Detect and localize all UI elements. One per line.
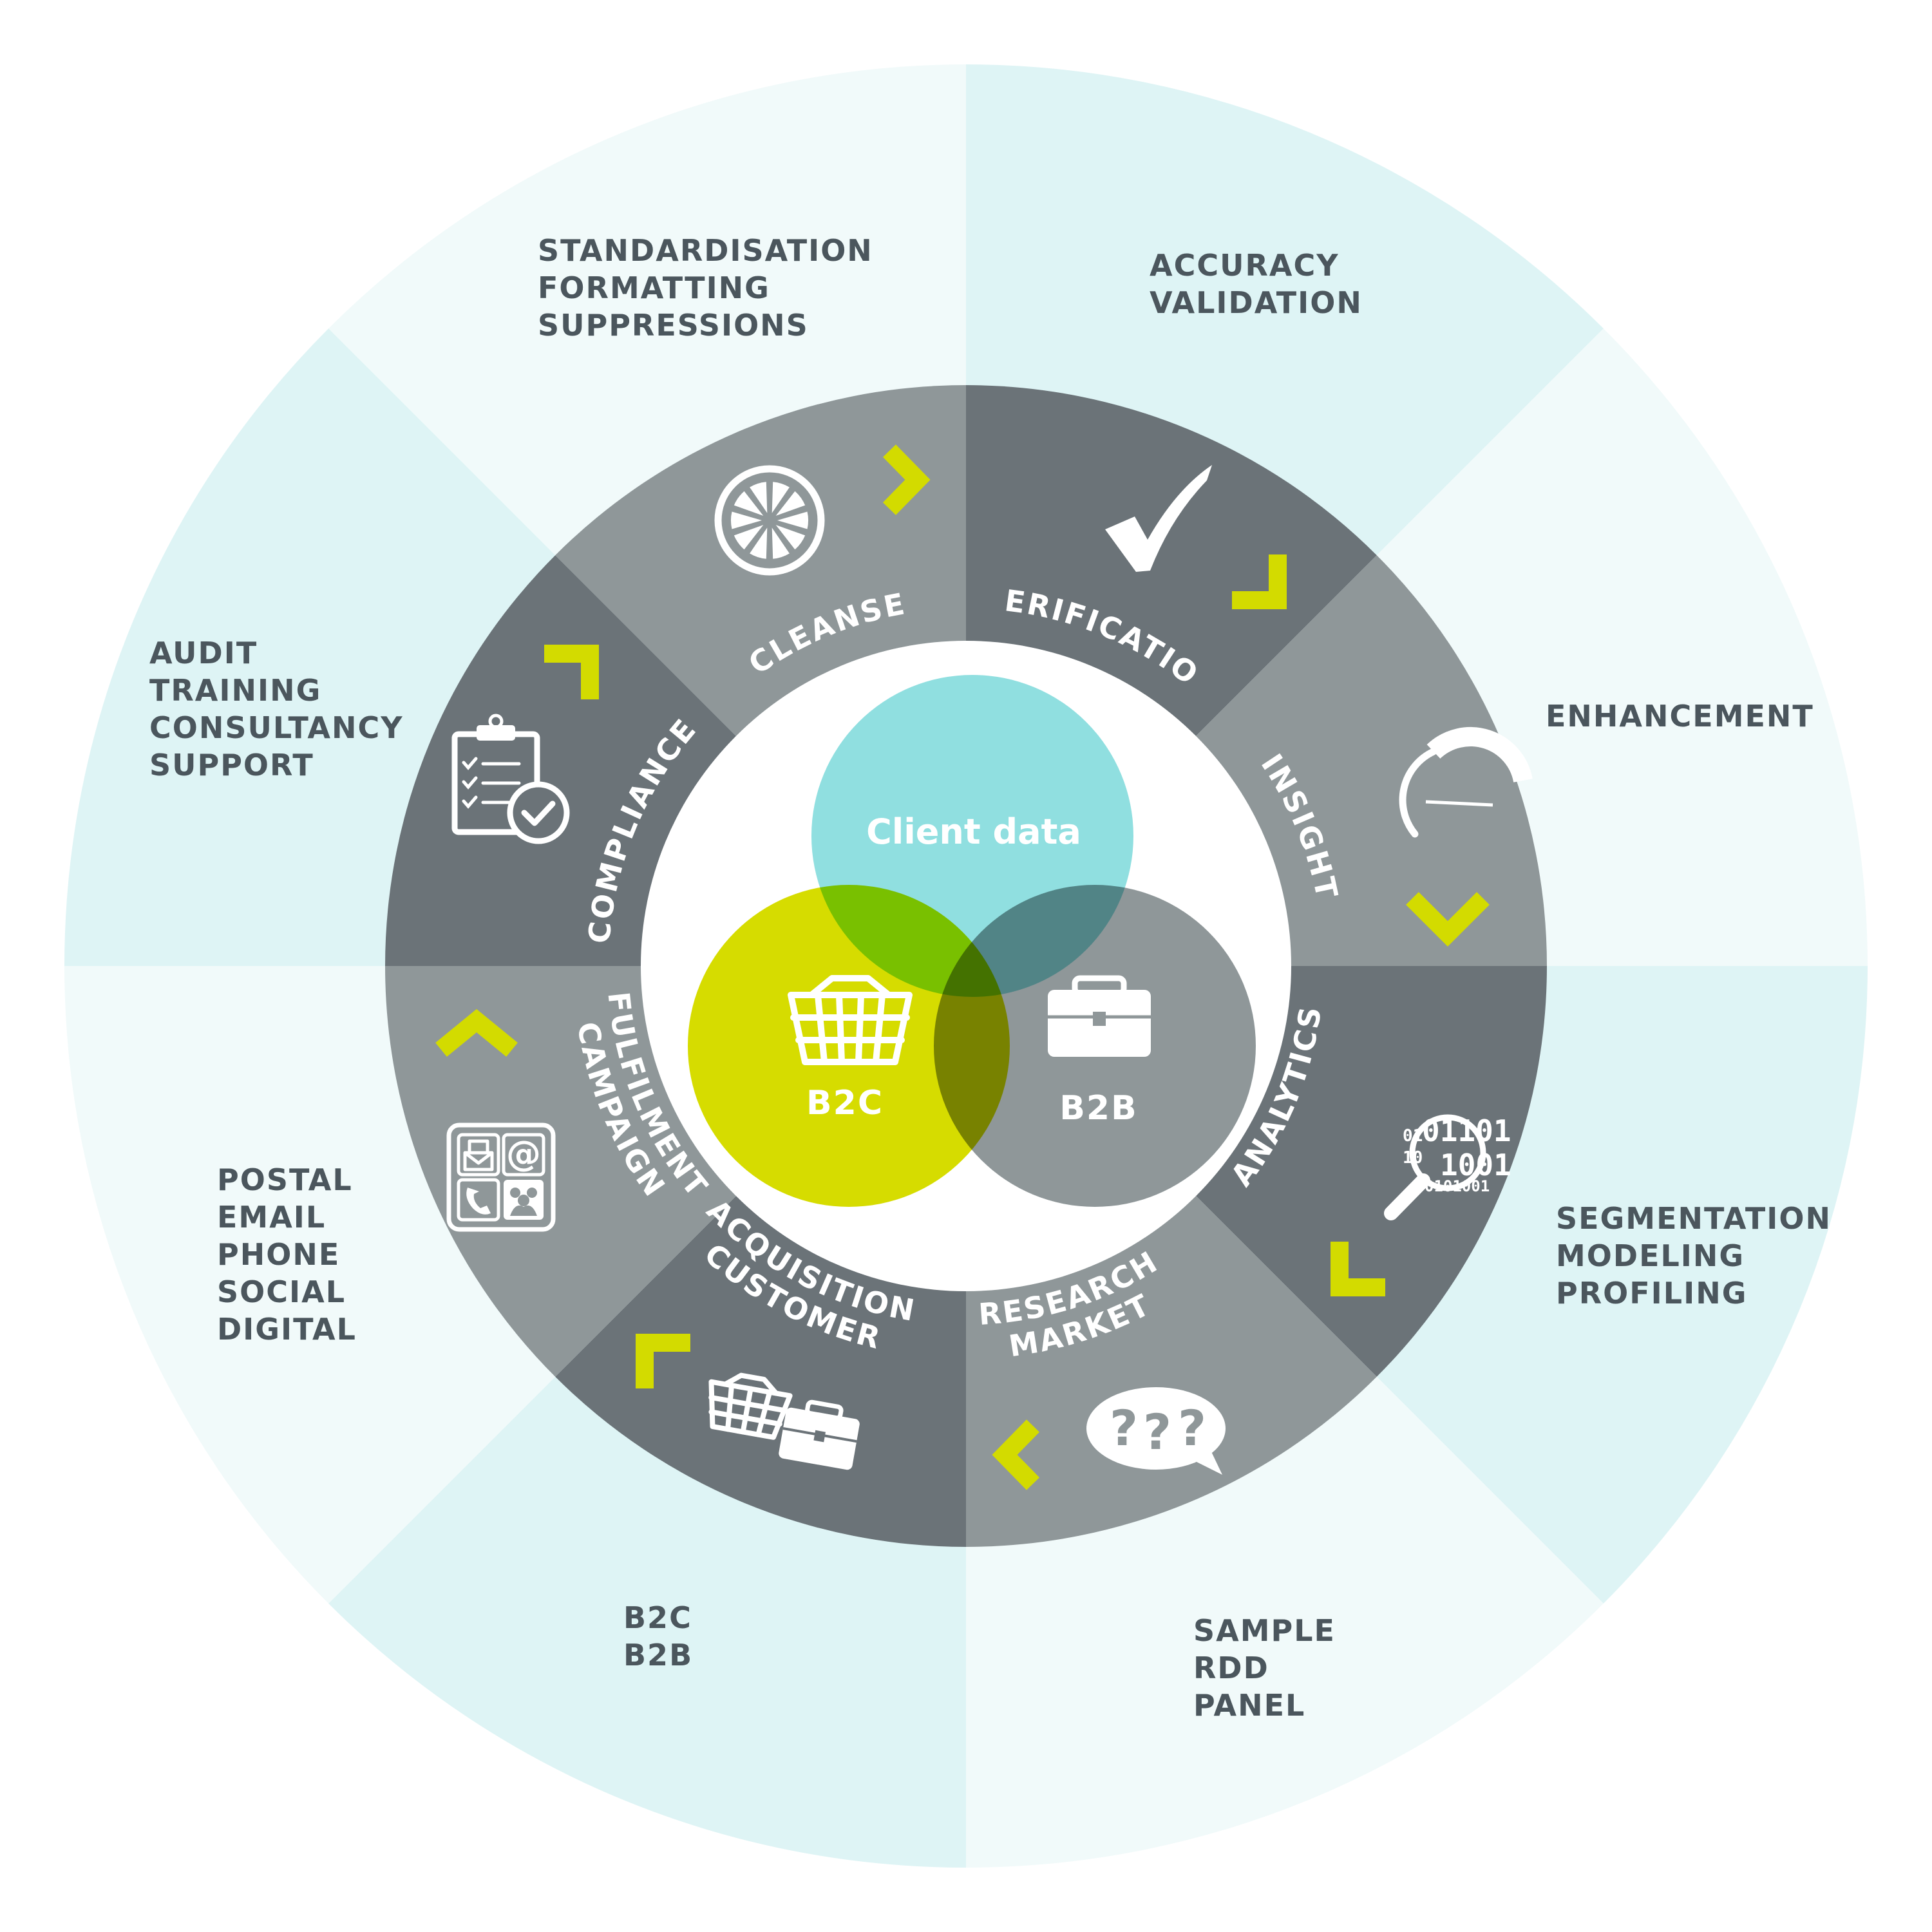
outer-label-consultancy: CONSULTANCY xyxy=(149,710,404,745)
chevron-up-icon xyxy=(435,1009,518,1057)
outer-label-panel: PANEL xyxy=(1193,1688,1305,1723)
outer-label-validation: VALIDATION xyxy=(1150,285,1363,320)
venn-client-circle xyxy=(811,675,1133,997)
orange-slice-icon xyxy=(714,465,825,576)
outer-label-segmentation: SEGMENTATION xyxy=(1556,1201,1832,1236)
outer-label-social: SOCIAL xyxy=(217,1274,346,1309)
chevron-right-icon xyxy=(882,444,931,515)
slice-wedge xyxy=(772,482,790,513)
chevron-down-icon xyxy=(1406,892,1490,947)
briefcase-icon xyxy=(1048,975,1151,1057)
outer-label-b2b: B2B xyxy=(623,1638,693,1672)
mail-icon xyxy=(463,1139,494,1171)
slice-wedge xyxy=(734,491,764,516)
outer-label-sample: SAMPLE xyxy=(1193,1613,1336,1648)
outer-label-profiling: PROFILING xyxy=(1556,1276,1747,1311)
speed-gauge-icon xyxy=(1399,727,1533,838)
venn-b2b-label: B2B xyxy=(1059,1089,1137,1128)
question-mark-2: ? xyxy=(1143,1403,1171,1461)
corner-arrow-icon xyxy=(636,1334,690,1388)
outer-label-suppressions: SUPPRESSIONS xyxy=(538,308,809,343)
outer-label-accuracy: ACCURACY xyxy=(1150,248,1340,283)
small-briefcase-icon xyxy=(779,1399,860,1470)
clipboard-check-icon xyxy=(451,714,570,844)
outer-label-email: EMAIL xyxy=(217,1200,326,1235)
outer-label-b2c: B2C xyxy=(623,1600,692,1635)
small-basket-icon xyxy=(708,1372,793,1440)
slice-wedge xyxy=(750,482,768,513)
outer-label-digital: DIGITAL xyxy=(217,1312,357,1347)
corner-arrow-icon xyxy=(1232,554,1287,609)
chevron-left-icon xyxy=(992,1419,1040,1490)
speech-bubble-questions-icon: ? ? ? xyxy=(1086,1387,1226,1475)
outer-label-rdd: RDD xyxy=(1193,1651,1269,1685)
slice-wedge xyxy=(775,525,806,550)
outer-label-modeling: MODELING xyxy=(1556,1238,1745,1273)
outer-label-postal: POSTAL xyxy=(217,1162,353,1197)
corner-arrow-icon xyxy=(544,645,599,699)
outer-label-enhancement: ENHANCEMENT xyxy=(1546,699,1814,734)
corner-arrow-icon xyxy=(1331,1242,1385,1296)
outer-label-audit: AUDIT xyxy=(149,636,258,670)
outer-label-phone: PHONE xyxy=(217,1237,340,1272)
slice-wedge xyxy=(775,491,806,516)
slice-wedge xyxy=(772,527,790,559)
slice-wedge xyxy=(750,527,768,559)
slice-wedge xyxy=(730,511,762,529)
question-mark-1: ? xyxy=(1110,1399,1138,1457)
channels-grid-icon: @ xyxy=(446,1122,556,1232)
stage-icons: 01 10 01101 1001 0101001 ? ? ? xyxy=(446,465,1533,1475)
direction-chevrons xyxy=(435,444,1490,1490)
question-mark-3: ? xyxy=(1178,1399,1206,1457)
phone-icon xyxy=(466,1188,491,1215)
venn-diagram: Client data B2C B2B xyxy=(688,675,1256,1207)
slice-wedge xyxy=(777,511,809,529)
outer-label-standardisation: STANDARDISATION xyxy=(538,233,873,268)
at-sign-icon: @ xyxy=(506,1133,541,1174)
social-people-icon xyxy=(510,1188,537,1216)
checkmark-icon xyxy=(1105,465,1212,572)
outer-label-training: TRAINING xyxy=(149,673,321,708)
outer-label-formatting: FORMATTING xyxy=(538,270,770,305)
venn-b2c-label: B2C xyxy=(806,1084,884,1122)
venn-client-label: Client data xyxy=(866,811,1081,852)
magnifier-binary-icon: 01 10 01101 1001 0101001 xyxy=(1384,1113,1511,1220)
shopping-basket-icon xyxy=(788,975,913,1065)
slice-wedge xyxy=(734,525,764,550)
outer-label-group-3: ENHANCEMENT xyxy=(1546,699,1814,734)
outer-label-support: SUPPORT xyxy=(149,748,314,782)
